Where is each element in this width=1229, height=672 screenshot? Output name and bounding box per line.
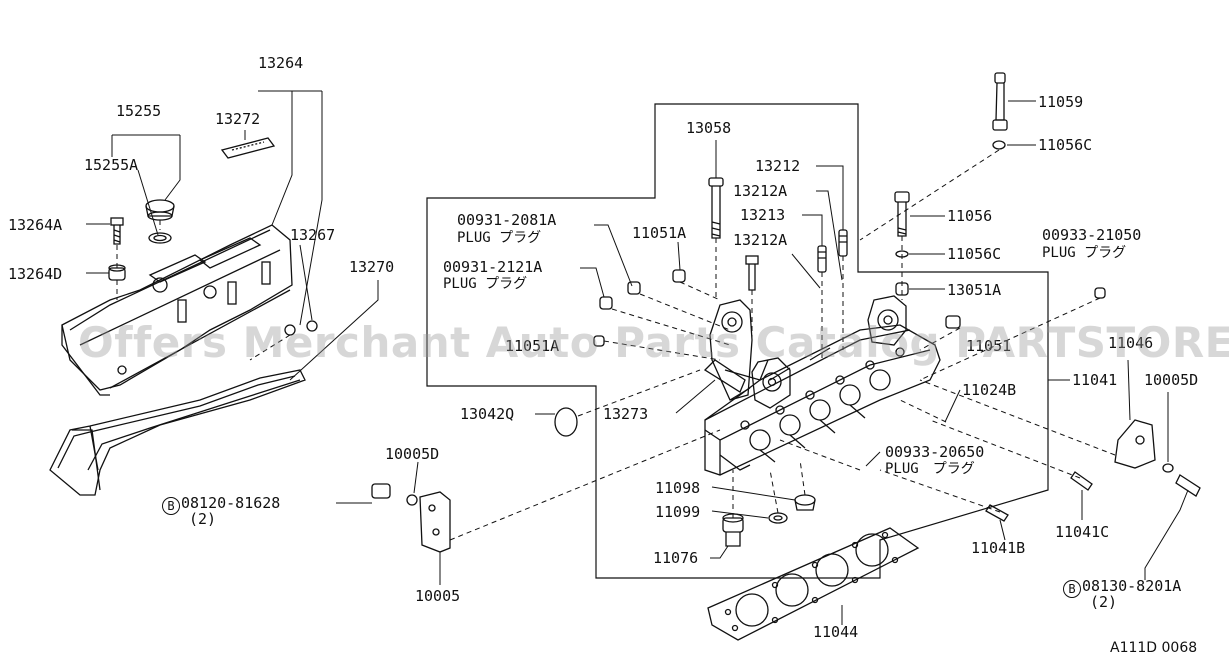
label-13042q[interactable]: 13042Q	[460, 405, 515, 423]
label-11051-right[interactable]: 11051	[966, 337, 1012, 355]
cylinder-head[interactable]	[704, 324, 941, 476]
label-00931-2081a[interactable]: 00931-2081A	[457, 211, 557, 229]
leader-lines	[86, 90, 1189, 625]
label-11041[interactable]: 11041	[1072, 371, 1118, 389]
label-11046[interactable]: 11046	[1108, 334, 1154, 352]
watermark: Offers Merchant Auto Parts Catalog PARTS…	[78, 318, 1229, 367]
bolt-symbol-right: B	[1063, 580, 1081, 598]
label-08130-text: 08130-8201A	[1082, 577, 1182, 595]
label-13212[interactable]: 13212	[755, 157, 801, 175]
label-11041b[interactable]: 11041B	[971, 539, 1026, 557]
alignment-lines	[116, 149, 1116, 541]
cap-gasket[interactable]	[148, 232, 172, 244]
head-bolt[interactable]	[708, 177, 724, 239]
label-00931-2081a-plug: PLUG プラグ	[457, 230, 542, 246]
welch-plug[interactable]	[554, 407, 578, 437]
label-13058[interactable]: 13058	[686, 119, 732, 137]
stud-13213[interactable]	[817, 245, 827, 273]
label-10005d-left[interactable]: 10005D	[385, 445, 440, 463]
label-13264d[interactable]: 13264D	[8, 265, 63, 283]
label-00931-2121a-plug: PLUG プラグ	[443, 276, 528, 292]
label-11056c-mid[interactable]: 11056C	[947, 245, 1002, 263]
stud-13212[interactable]	[838, 229, 848, 257]
bracket-bolt-08120[interactable]	[371, 483, 418, 506]
water-pipe-bolt[interactable]	[894, 191, 910, 296]
label-15255a[interactable]: 15255A	[84, 156, 139, 174]
label-13264a[interactable]: 13264A	[8, 216, 63, 234]
caution-label-plate[interactable]	[220, 137, 276, 159]
plug-11051[interactable]	[945, 315, 961, 329]
label-11059[interactable]: 11059	[1038, 93, 1084, 111]
label-13272[interactable]: 13272	[215, 110, 261, 128]
label-10005[interactable]: 10005	[415, 587, 461, 605]
cover-bolt[interactable]	[110, 217, 124, 245]
plug-00933-21050[interactable]	[1094, 287, 1106, 299]
bolt-symbol: B	[162, 497, 180, 515]
rocker-cover-gasket[interactable]	[49, 369, 306, 496]
label-11076[interactable]: 11076	[653, 549, 699, 567]
label-00933-21050-plug: PLUG プラグ	[1042, 245, 1127, 261]
lifting-bracket[interactable]	[419, 491, 451, 553]
stud-11041c[interactable]	[1070, 471, 1093, 491]
label-11044[interactable]: 11044	[813, 623, 859, 641]
label-00933-20650-plug: PLUG プラグ	[885, 461, 975, 477]
label-11056[interactable]: 11056	[947, 207, 993, 225]
valve-guide-11076[interactable]	[722, 513, 744, 547]
label-13273[interactable]: 13273	[603, 405, 649, 423]
reference-code: A111D 0068	[1110, 640, 1198, 656]
oil-pipe-bolt[interactable]	[992, 72, 1008, 150]
cam-tower-front[interactable]	[751, 357, 791, 409]
engine-hanger-bracket[interactable]	[703, 359, 746, 393]
label-11099[interactable]: 11099	[655, 503, 701, 521]
rocker-cover[interactable]	[61, 224, 293, 396]
label-13212a-mid[interactable]: 13212A	[733, 231, 788, 249]
label-08130-qty: (2)	[1090, 593, 1118, 611]
label-00933-21050[interactable]: 00933-21050	[1042, 226, 1142, 244]
label-13264[interactable]: 13264	[258, 54, 304, 72]
label-00933-20650[interactable]: 00933-20650	[885, 443, 985, 461]
mounting-bracket[interactable]	[1114, 419, 1156, 469]
label-13270[interactable]: 13270	[349, 258, 395, 276]
label-11056c-top[interactable]: 11056C	[1038, 136, 1093, 154]
stud-11041b[interactable]	[985, 504, 1009, 522]
label-08120-text: 08120-81628	[181, 494, 281, 512]
label-11051a-left[interactable]: 11051A	[505, 337, 560, 355]
stud-bolt[interactable]	[745, 255, 759, 291]
label-13051a[interactable]: 13051A	[947, 281, 1002, 299]
oil-filler-cap[interactable]	[145, 199, 175, 221]
label-13267[interactable]: 13267	[290, 226, 336, 244]
label-13212a-top[interactable]: 13212A	[733, 182, 788, 200]
assembly-boundary	[426, 103, 1049, 579]
valve-seal-11099[interactable]	[768, 512, 788, 524]
label-11024b[interactable]: 11024B	[962, 381, 1017, 399]
valve-seal-11098[interactable]	[794, 494, 816, 511]
label-15255[interactable]: 15255	[116, 102, 162, 120]
label-00931-2121a[interactable]: 00931-2121A	[443, 258, 543, 276]
plug-11051a[interactable]	[593, 269, 686, 347]
bracket-bolt[interactable]	[1162, 463, 1201, 497]
label-13213[interactable]: 13213	[740, 206, 786, 224]
cam-tower-right[interactable]	[867, 295, 907, 346]
label-11051a-top[interactable]: 11051A	[632, 224, 687, 242]
label-08120-qty: (2)	[189, 510, 217, 528]
label-10005d-right[interactable]: 10005D	[1144, 371, 1199, 389]
label-11098[interactable]: 11098	[655, 479, 701, 497]
label-11041c[interactable]: 11041C	[1055, 523, 1110, 541]
